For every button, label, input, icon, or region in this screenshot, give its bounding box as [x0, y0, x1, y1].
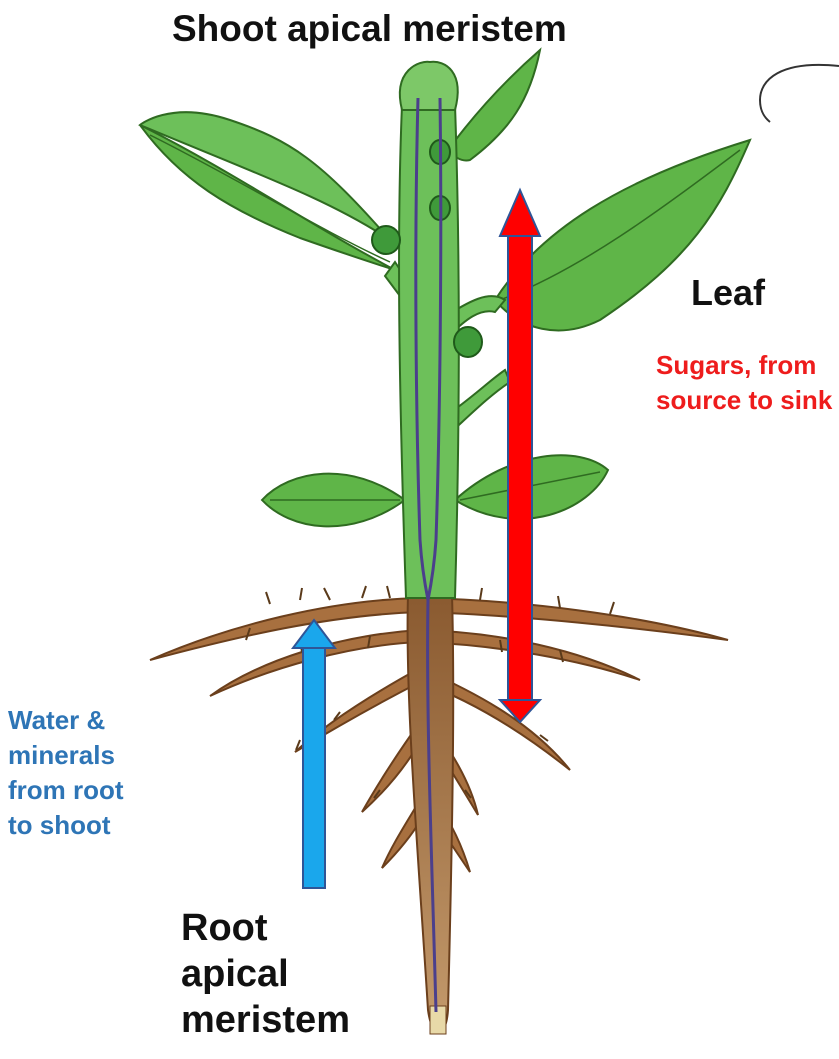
- sugar-transport-label: Sugars, from source to sink: [656, 348, 832, 418]
- water-label-line-1: Water &: [8, 703, 124, 738]
- root-label-line-1: Root: [181, 905, 350, 951]
- sugar-label-line-2: source to sink: [656, 383, 832, 418]
- leaf-label: Leaf: [691, 272, 765, 314]
- sugar-transport-arrow: [500, 190, 540, 722]
- root-apical-meristem-label: Root apical meristem: [181, 905, 350, 1043]
- water-label-line-4: to shoot: [8, 808, 124, 843]
- corner-circle-fragment: [760, 65, 839, 122]
- water-label-line-2: minerals: [8, 738, 124, 773]
- sugar-label-line-1: Sugars, from: [656, 348, 832, 383]
- water-transport-arrow: [293, 620, 335, 888]
- root-label-line-2: apical: [181, 951, 350, 997]
- water-transport-label: Water & minerals from root to shoot: [8, 703, 124, 843]
- shoot-apical-meristem-label: Shoot apical meristem: [172, 8, 567, 50]
- root-label-line-3: meristem: [181, 997, 350, 1043]
- water-label-line-3: from root: [8, 773, 124, 808]
